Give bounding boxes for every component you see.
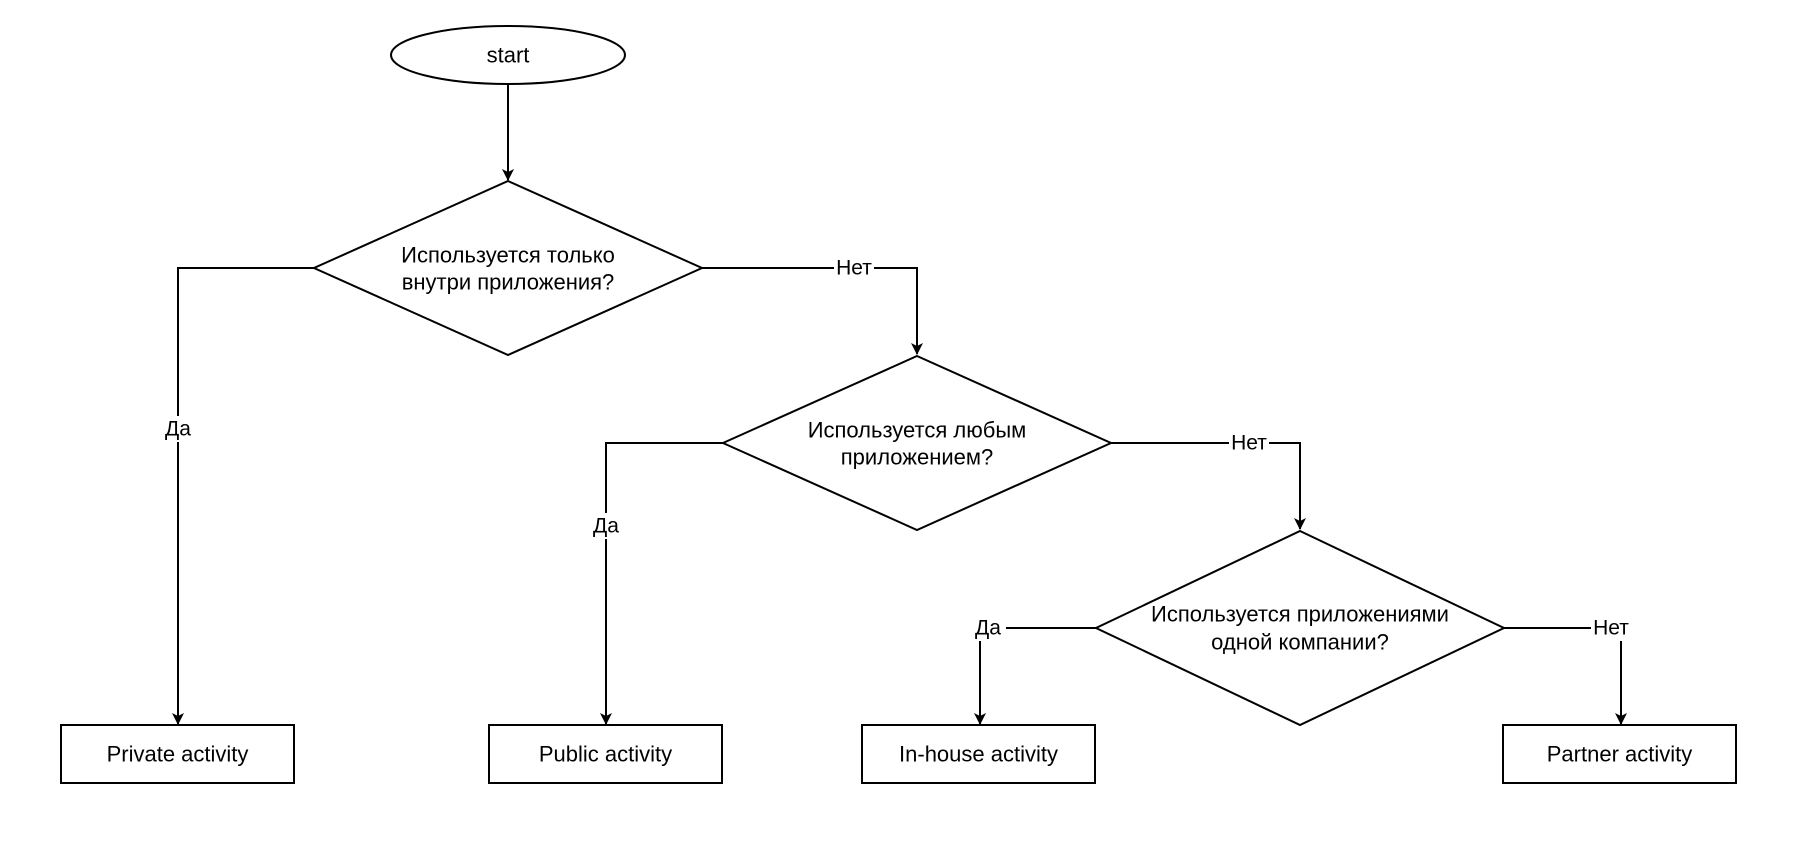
edge-label-text: Нет bbox=[1231, 432, 1267, 455]
edge-decision-2-no bbox=[1111, 442, 1306, 530]
inhouse-activity-label: In-house activity bbox=[899, 742, 1058, 767]
decision-2-node: Используется любым приложением? bbox=[720, 354, 1114, 532]
decision-2-line-2: приложением? bbox=[841, 445, 994, 470]
partner-activity-label: Partner activity bbox=[1547, 742, 1693, 767]
partner-activity-node: Partner activity bbox=[1502, 724, 1737, 784]
start-node: start bbox=[390, 25, 626, 85]
decision-1-line-2: внутри приложения? bbox=[402, 270, 615, 295]
decision-2-line-1: Используется любым bbox=[808, 418, 1027, 443]
edge-label-decision-1-yes: Да bbox=[160, 416, 196, 442]
decision-3-line-1: Используется приложениями bbox=[1151, 602, 1449, 627]
edge-label-text: Да bbox=[593, 515, 619, 538]
edge-label-decision-3-no: Нет bbox=[1591, 615, 1631, 641]
edge-decision-1-no bbox=[702, 267, 923, 355]
inhouse-activity-node: In-house activity bbox=[861, 724, 1096, 784]
edge-decision-3-yes bbox=[974, 627, 1096, 725]
edge-label-decision-1-no: Нет bbox=[834, 255, 874, 281]
decision-3-line-2: одной компании? bbox=[1211, 630, 1389, 655]
decision-1-node: Используется только внутри приложения? bbox=[311, 179, 705, 357]
edge-label-text: Нет bbox=[836, 257, 872, 280]
edge-label-decision-2-yes: Да bbox=[588, 513, 624, 539]
start-label: start bbox=[487, 43, 530, 68]
edge-decision-1-yes bbox=[172, 267, 314, 725]
edge-decision-2-yes bbox=[600, 442, 723, 725]
edge-decision-3-no bbox=[1504, 627, 1627, 725]
decision-1-line-1: Используется только bbox=[401, 243, 615, 268]
public-activity-node: Public activity bbox=[488, 724, 723, 784]
edge-label-text: Нет bbox=[1593, 617, 1629, 640]
edge-label-text: Да bbox=[165, 418, 191, 441]
edge-label-text: Да bbox=[975, 617, 1001, 640]
public-activity-label: Public activity bbox=[539, 742, 672, 767]
decision-3-node: Используется приложениями одной компании… bbox=[1093, 529, 1507, 727]
edge-label-decision-2-no: Нет bbox=[1229, 430, 1269, 456]
edge-label-decision-3-yes: Да bbox=[970, 615, 1006, 641]
private-activity-label: Private activity bbox=[107, 742, 249, 767]
private-activity-node: Private activity bbox=[60, 724, 295, 784]
